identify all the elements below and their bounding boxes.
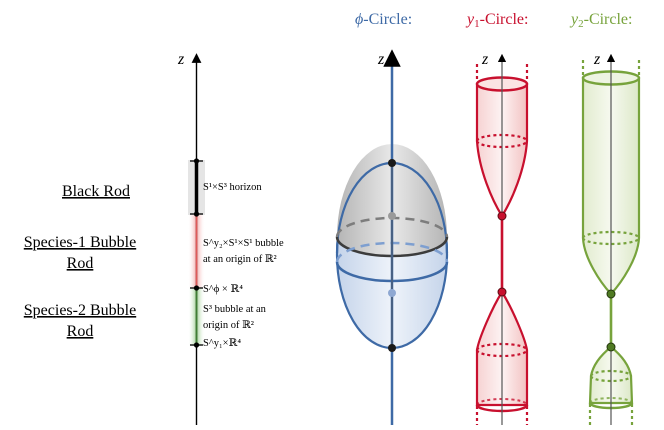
y2-point-upper — [606, 289, 616, 299]
phi-point-top — [388, 159, 396, 167]
black-rod-label: Black Rod — [62, 183, 130, 200]
phi-symbol: ϕ — [355, 11, 363, 28]
rod-structure-panel: z Black Rod Species-1 Bubble Rod Species… — [24, 51, 284, 425]
y1-circle-title: y1-Circle: — [465, 11, 528, 30]
y1-title-suffix: -Circle: — [480, 11, 529, 28]
y1-symbol: y — [465, 11, 475, 28]
sy1-annotation: S^y₁×ℝ⁴ — [203, 338, 241, 349]
y2-subscript: 2 — [578, 18, 584, 30]
phi-title-suffix: -Circle: — [363, 11, 412, 28]
bubble1-annotation-line2: at an origin of ℝ² — [203, 254, 277, 265]
y1-dotted-extensions — [475, 64, 529, 425]
phi-circle-panel: ϕ-Circle: z — [335, 11, 449, 425]
phi-point-bottom — [388, 344, 396, 352]
y2-circle-panel: y2-Circle: z — [569, 11, 641, 425]
species1-rod-label-line1: Species-1 Bubble — [24, 234, 136, 251]
sphi-annotation: S^ϕ × ℝ⁴ — [203, 284, 243, 295]
y2-symbol: y — [569, 11, 579, 28]
y1-circle-panel: y1-Circle: z — [465, 11, 528, 425]
y2-z-label: z — [593, 51, 601, 68]
horizon-annotation: S¹×S³ horizon — [203, 182, 262, 193]
y2-title-suffix: -Circle: — [584, 11, 633, 28]
y2-dotted-extensions — [581, 60, 641, 425]
phi-circle-title: ϕ-Circle: — [355, 11, 412, 28]
y2-lower-inner-ring — [589, 375, 633, 383]
y2-upper-inner-ring — [581, 237, 641, 246]
y1-subscript: 1 — [474, 18, 480, 30]
phi-z-label: z — [377, 51, 385, 68]
y2-point-lower — [606, 342, 616, 352]
phi-point-lower — [388, 289, 396, 297]
s3-annotation-line1: S³ bubble at an — [203, 304, 267, 315]
species2-rod-label-line1: Species-2 Bubble — [24, 302, 136, 319]
species1-rod-label-line2: Rod — [67, 255, 94, 272]
left-z-label: z — [177, 51, 185, 68]
y2-circle-title: y2-Circle: — [569, 11, 632, 30]
bubble1-annotation-line1: S^y₂×S¹×S¹ bubble — [203, 238, 284, 249]
species2-rod-label-line2: Rod — [67, 323, 94, 340]
y1-point-upper — [497, 211, 507, 221]
y1-z-label: z — [481, 51, 489, 68]
y1-point-lower — [497, 287, 507, 297]
s3-annotation-line2: origin of ℝ² — [203, 320, 254, 331]
phi-point-upper — [388, 212, 396, 220]
rod-ticks — [190, 158, 203, 348]
